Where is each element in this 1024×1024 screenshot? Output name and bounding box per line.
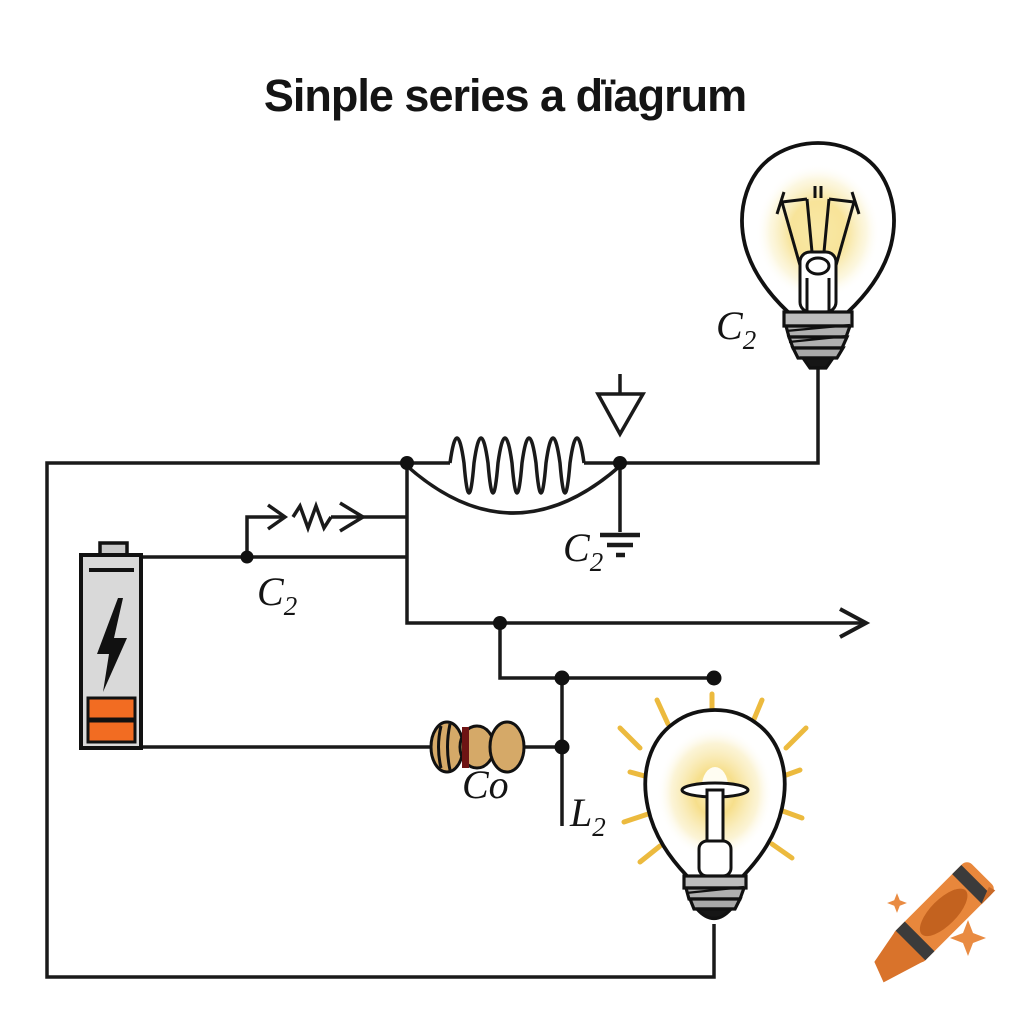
zigzag-resistor	[291, 500, 333, 534]
glow-rays	[617, 691, 809, 865]
bulb-base	[682, 874, 748, 921]
label-ground: C2	[563, 525, 604, 577]
light-bulb-bottom-icon	[617, 691, 809, 921]
junction-dots	[240, 456, 722, 755]
label-battery-node: C2	[257, 569, 298, 621]
lightning-bolt-icon	[97, 598, 127, 692]
circuit-wires	[45, 358, 871, 979]
ground-icon	[600, 532, 640, 558]
wire-arrow-line	[405, 463, 862, 625]
label-branch: L2	[570, 790, 606, 842]
wire-step-branch	[498, 623, 714, 680]
battery-icon	[79, 541, 143, 750]
coil-sag-arc	[405, 464, 622, 515]
wire-zigzag-jog	[245, 515, 283, 557]
wire-top-bulb	[620, 358, 820, 465]
crayon-icon	[874, 862, 996, 983]
zigzag-arrow-small	[266, 503, 289, 531]
inductor-coil	[448, 436, 586, 495]
sparkle-icon	[887, 893, 986, 956]
resistor-component-icon	[429, 720, 526, 774]
bulb-base	[782, 310, 854, 370]
light-bulb-top-icon	[740, 141, 896, 370]
label-resistor: Co	[462, 762, 509, 807]
down-triangle-icon	[595, 392, 647, 438]
filament	[775, 186, 861, 314]
diagram-title: Sinple series a dïagrum	[263, 70, 747, 121]
right-arrow-head	[839, 607, 871, 639]
wire-outer-loop	[45, 461, 716, 979]
zigzag-arrow-large	[339, 501, 367, 533]
label-top-bulb: C2	[716, 303, 757, 355]
bulb-stem	[680, 781, 750, 890]
